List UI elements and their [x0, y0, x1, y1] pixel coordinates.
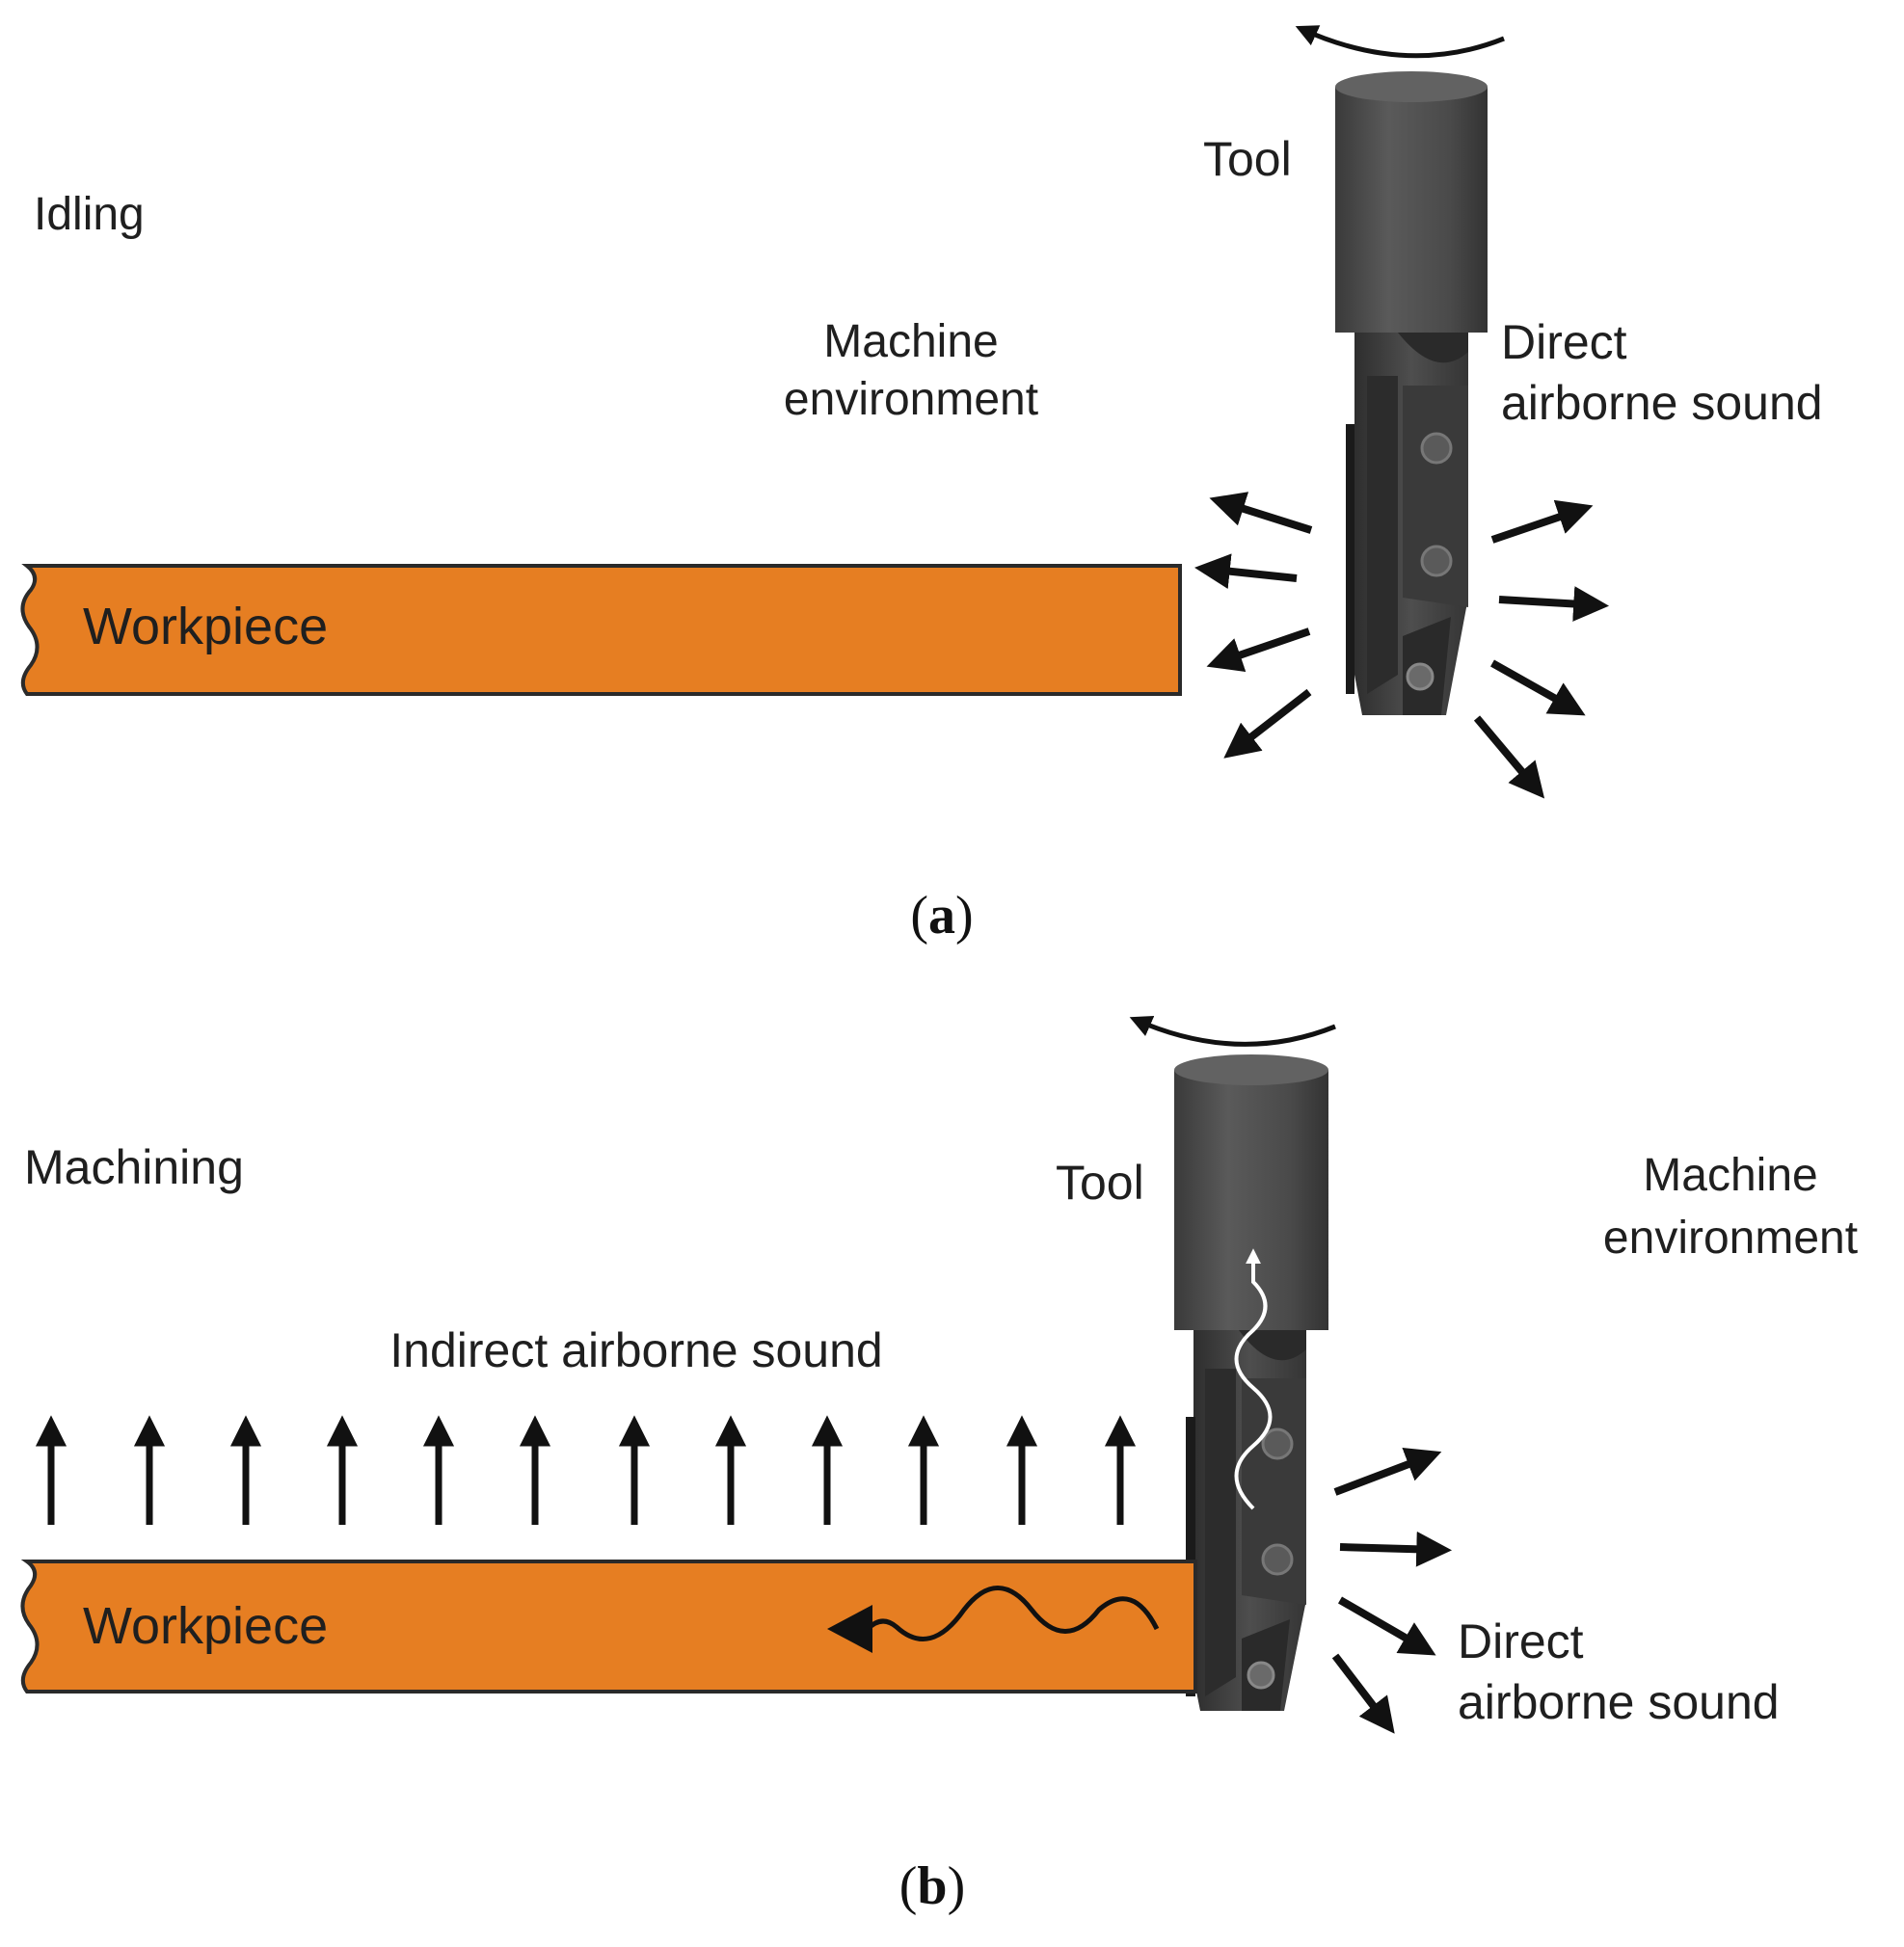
insert-screw-icon	[1247, 1661, 1275, 1690]
sound-arrow-icon	[1473, 715, 1545, 799]
insert-screw-icon	[1406, 662, 1435, 691]
environment-label-a-line1: Machine	[823, 316, 998, 367]
insert-screw-icon	[1261, 1427, 1294, 1460]
direct-sound-label-a-line1: Direct	[1501, 315, 1627, 369]
sound-arrow-icon	[1333, 1447, 1442, 1496]
tool-a	[1335, 71, 1488, 715]
environment-label-a-line2: environment	[784, 374, 1038, 425]
direct-sound-label-a-line2: airborne sound	[1501, 376, 1823, 430]
workpiece-a	[20, 564, 1182, 696]
direct-sound-arrows-a	[1194, 492, 1610, 799]
sound-arrow-icon	[1223, 688, 1312, 759]
panel-b-machining: Machining Tool Machine environment Indir…	[20, 1015, 1858, 1916]
tool-flute	[1367, 376, 1398, 694]
tool-vibration-arrow-icon	[1234, 1248, 1273, 1510]
sound-arrow-icon	[1194, 553, 1298, 589]
workpiece-vibration-wave-icon	[839, 1586, 1160, 1641]
direct-sound-label-b-line2: airborne sound	[1458, 1675, 1780, 1729]
workpiece-b	[20, 1560, 1197, 1694]
indirect-sound-arrows	[35, 1415, 1137, 1525]
tool-shank	[1174, 1070, 1328, 1330]
panel-a-idling: Idling Tool Machine environment Direct a…	[20, 25, 1823, 946]
direct-sound-label-b-line1: Direct	[1458, 1614, 1584, 1668]
indirect-sound-label: Indirect airborne sound	[389, 1323, 882, 1377]
direct-sound-arrows-b	[1331, 1447, 1453, 1734]
tool-label-b: Tool	[1056, 1156, 1144, 1210]
tool-top-face	[1174, 1054, 1328, 1085]
sound-arrow-icon	[1498, 586, 1610, 622]
sound-arrow-icon	[1490, 659, 1586, 716]
tool-shank	[1335, 87, 1488, 333]
tool-flute	[1205, 1369, 1236, 1696]
insert-screw-icon	[1261, 1543, 1294, 1576]
caption-a: (a)	[910, 886, 973, 946]
vibration-arrow-head-icon	[827, 1605, 872, 1653]
rotation-arrow-icon	[1295, 25, 1505, 59]
tool-top-face	[1335, 71, 1488, 102]
sound-arrow-icon	[1206, 627, 1311, 673]
sound-arrow-icon	[1331, 1653, 1395, 1734]
workpiece-label-a: Workpiece	[83, 598, 328, 655]
environment-label-b-line2: environment	[1603, 1213, 1858, 1264]
environment-label-b-line1: Machine	[1643, 1150, 1817, 1201]
rotation-arrow-icon	[1129, 1015, 1336, 1047]
tool-b	[1174, 1054, 1328, 1711]
mode-label-idling: Idling	[34, 189, 145, 240]
cutting-insert	[1403, 386, 1468, 607]
insert-screw-icon	[1420, 545, 1453, 577]
caption-b: (b)	[899, 1856, 965, 1916]
tool-label-a: Tool	[1203, 132, 1292, 186]
sound-arrow-icon	[1490, 499, 1594, 544]
insert-screw-icon	[1420, 432, 1453, 465]
sound-arrow-icon	[1339, 1531, 1453, 1567]
sound-arrow-icon	[1209, 492, 1313, 534]
sound-arrow-icon	[1337, 1596, 1436, 1656]
mode-label-machining: Machining	[24, 1140, 244, 1194]
workpiece-label-b: Workpiece	[83, 1597, 328, 1655]
